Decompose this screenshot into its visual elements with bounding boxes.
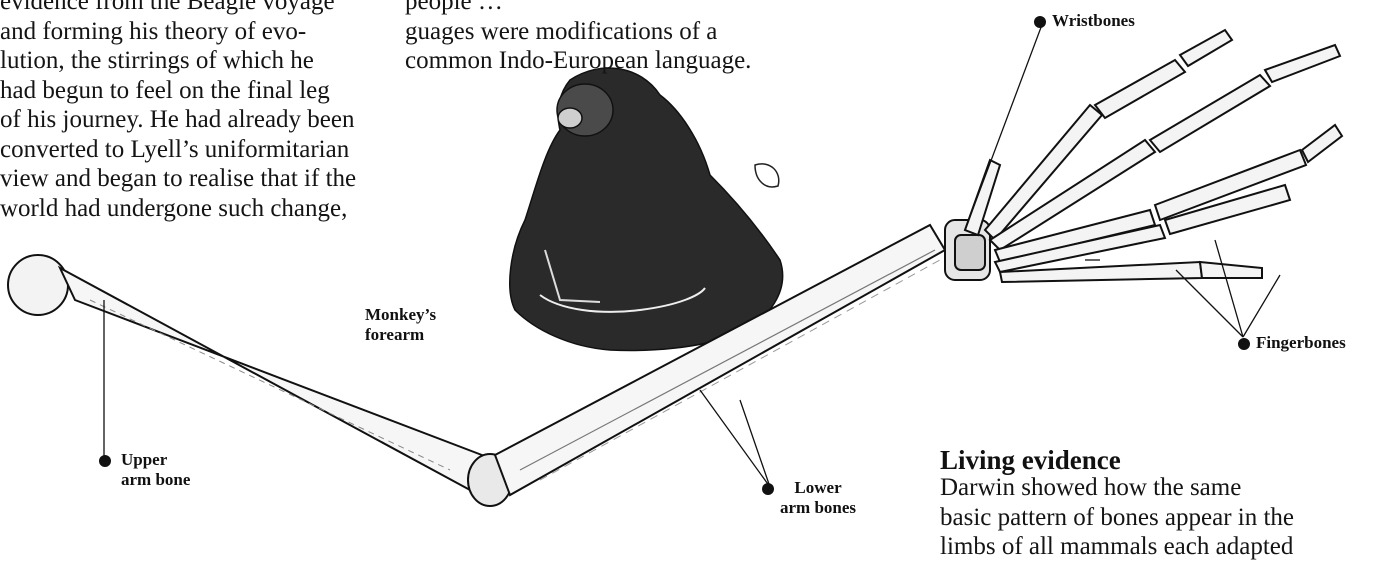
text-line: Darwin showed how the same [940,473,1294,503]
text-line: guages were modifications of a [405,17,751,47]
label-monkey-forearm: Monkey’s forearm [365,305,436,345]
label-upper-arm-bone: Upper arm bone [121,450,190,490]
text-line: converted to Lyell’s uniformitarian [0,135,356,165]
bullet-dot-icon [1034,16,1046,28]
label-text: Wristbones [1052,11,1135,30]
leaf-sketch [755,164,779,187]
text-line: of his journey. He had already been [0,105,356,135]
text-line: common Indo-European language. [405,46,751,76]
label-text: Fingerbones [1256,333,1346,352]
text-line: view and began to realise that if the [0,164,356,194]
text-line: had begun to feel on the final leg [0,76,356,106]
text-line: basic pattern of bones appear in the [940,503,1294,533]
label-fingerbones: Fingerbones [1256,333,1346,353]
bullet-dot-icon [1238,338,1250,350]
finger-bones-drawing [965,30,1342,282]
text-line: lution, the stirrings of which he [0,46,356,76]
body-text-left-column: evidence from the Beagle voyage and form… [0,0,356,223]
monkey-drawing [510,68,783,350]
text-line: evidence from the Beagle voyage [0,0,356,17]
text-line: world had undergone such change, [0,194,356,224]
label-line: forearm [365,325,436,345]
label-line: arm bone [121,470,190,490]
label-line: arm bones [780,498,856,518]
label-line: Upper [121,450,190,470]
bullet-dot-icon [762,483,774,495]
label-lower-arm-bones: Lower arm bones [780,478,856,518]
text-line: limbs of all mammals each adapted [940,532,1294,562]
section-body-text: Darwin showed how the same basic pattern… [940,473,1294,562]
body-text-middle-column: people … guages were modifications of a … [405,0,751,76]
text-line: and forming his theory of evo- [0,17,356,47]
upper-arm-bone-drawing [8,255,512,506]
label-wristbones: Wristbones [1052,11,1135,31]
label-line: Lower [780,478,856,498]
bullet-dot-icon [99,455,111,467]
section-heading: Living evidence [940,445,1121,476]
label-line: Monkey’s [365,305,436,325]
text-line: people … [405,0,751,17]
